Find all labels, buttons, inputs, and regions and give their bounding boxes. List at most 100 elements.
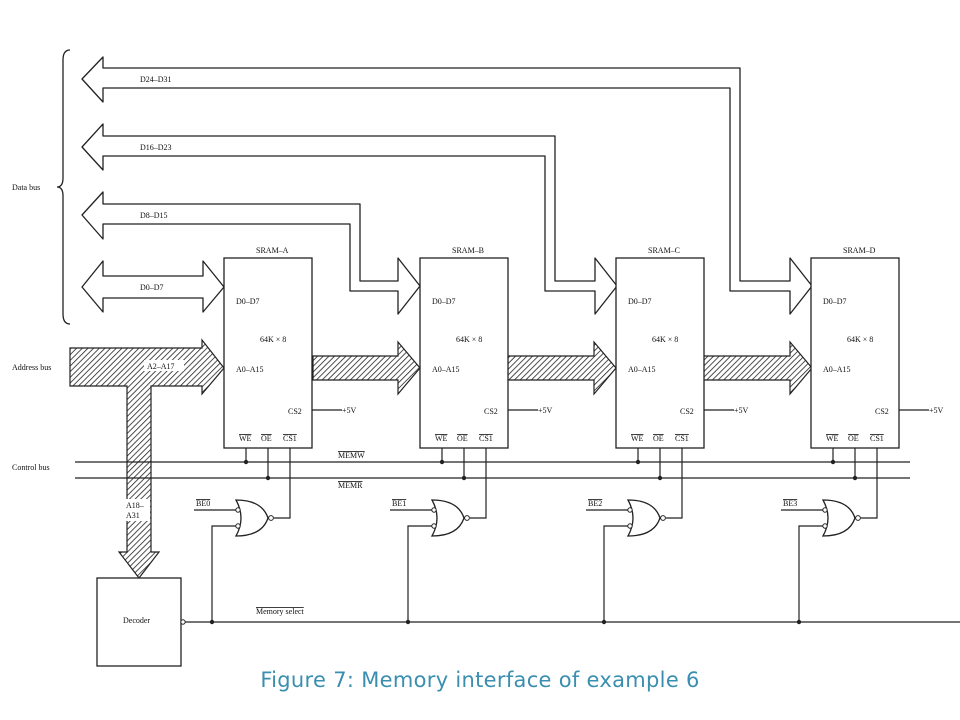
byte-enable-label: BE2 bbox=[588, 499, 602, 508]
decoder-output-bubble bbox=[180, 619, 186, 625]
sram-oe-pin: OE bbox=[457, 434, 468, 443]
data-arrow-d8-d15 bbox=[81, 191, 421, 315]
cs1-wire bbox=[470, 448, 487, 519]
data-bus-arrows bbox=[81, 56, 813, 315]
gate-input-bubble bbox=[235, 507, 241, 513]
memory-select-junction bbox=[601, 619, 607, 625]
sram-body bbox=[223, 257, 313, 449]
control-bus-label: Control bus bbox=[12, 463, 50, 472]
sram-we-pin: WE bbox=[631, 434, 644, 443]
chip-select-gate bbox=[234, 499, 269, 537]
sram-size: 64K × 8 bbox=[260, 335, 286, 344]
memw-label: MEMW bbox=[338, 451, 365, 460]
sram-data-pins: D0–D7 bbox=[823, 297, 847, 306]
gate-output-bubble bbox=[268, 515, 274, 521]
memory-select-wire bbox=[798, 525, 823, 622]
we-junction bbox=[635, 459, 641, 465]
memory-select-junction bbox=[796, 619, 802, 625]
address-label-a2-a17: A2–A17 bbox=[147, 362, 175, 371]
data-line-labels: D24–D31 D16–D23 D8–D15 D0–D7 bbox=[140, 75, 172, 292]
sram-address-pins: A0–A15 bbox=[628, 365, 656, 374]
sram-oe-pin: OE bbox=[653, 434, 664, 443]
sram-address-pins: A0–A15 bbox=[432, 365, 460, 374]
cs1-wire bbox=[274, 448, 291, 519]
sram-name: SRAM–D bbox=[843, 246, 876, 255]
data-arrow-d0-d7 bbox=[81, 260, 225, 313]
sram-cs1-pin: CS1 bbox=[675, 434, 689, 443]
data-label-d8-d15: D8–D15 bbox=[140, 211, 168, 220]
sram-size: 64K × 8 bbox=[652, 335, 678, 344]
cs1-wire bbox=[666, 448, 683, 519]
sram-body bbox=[810, 257, 900, 449]
gate-input-bubble bbox=[627, 523, 633, 529]
gate-input-bubble bbox=[822, 523, 828, 529]
gate-output-bubble bbox=[464, 515, 470, 521]
memory-select-label: Memory select bbox=[256, 607, 305, 616]
address-bus-arrow-c bbox=[505, 340, 617, 396]
byte-enable-label: BE0 bbox=[196, 499, 210, 508]
figure-caption: Figure 7: Memory interface of example 6 bbox=[260, 668, 700, 692]
chip-select-gate bbox=[430, 499, 465, 537]
memory-select-wire bbox=[211, 525, 236, 622]
address-bus-label: Address bus bbox=[12, 363, 51, 372]
sram-we-pin: WE bbox=[435, 434, 448, 443]
sram-size: 64K × 8 bbox=[847, 335, 873, 344]
sram-cs1-pin: CS1 bbox=[283, 434, 297, 443]
address-label-bg bbox=[144, 360, 184, 371]
vcc-label: +5V bbox=[538, 406, 553, 415]
sram-cs2-pin: CS2 bbox=[484, 407, 498, 416]
sram-name: SRAM–C bbox=[648, 246, 680, 255]
oe-junction bbox=[265, 475, 271, 481]
byte-enable-label: BE3 bbox=[783, 499, 797, 508]
sram-cs2-pin: CS2 bbox=[680, 407, 694, 416]
data-label-d24-d31: D24–D31 bbox=[140, 75, 172, 84]
sram-cs1-pin: CS1 bbox=[870, 434, 884, 443]
sram-name: SRAM–B bbox=[452, 246, 484, 255]
address-label-a31: A31 bbox=[126, 511, 140, 520]
oe-junction bbox=[461, 475, 467, 481]
sram-data-pins: D0–D7 bbox=[628, 297, 652, 306]
gate-output-bubble bbox=[660, 515, 666, 521]
sram-address-pins: A0–A15 bbox=[823, 365, 851, 374]
sram-oe-pin: OE bbox=[261, 434, 272, 443]
sram-cs2-pin: CS2 bbox=[875, 407, 889, 416]
vcc-label: +5V bbox=[342, 406, 357, 415]
memory-select-junction bbox=[209, 619, 215, 625]
gate-input-bubble bbox=[431, 523, 437, 529]
sram-cs1-pin: CS1 bbox=[479, 434, 493, 443]
chip-select-gate bbox=[821, 499, 856, 537]
gate-input-bubble bbox=[822, 507, 828, 513]
address-bus-arrow-d bbox=[699, 340, 813, 396]
cs1-wire bbox=[861, 448, 878, 519]
sram-body bbox=[615, 257, 705, 449]
vcc-label: +5V bbox=[929, 406, 944, 415]
data-label-d0-d7: D0–D7 bbox=[140, 283, 164, 292]
address-bus-arrow-b bbox=[312, 340, 421, 396]
chip-select-gate bbox=[626, 499, 661, 537]
data-bus-brace bbox=[56, 49, 71, 325]
memr-label: MEMR bbox=[338, 481, 363, 490]
we-junction bbox=[830, 459, 836, 465]
sram-address-pins: A0–A15 bbox=[236, 365, 264, 374]
gate-input-bubble bbox=[235, 523, 241, 529]
decoder-label: Decoder bbox=[123, 616, 150, 625]
sram-oe-pin: OE bbox=[848, 434, 859, 443]
memory-select-wire bbox=[603, 525, 628, 622]
gate-output-bubble bbox=[855, 515, 861, 521]
address-label-a18: A18– bbox=[126, 501, 145, 510]
address-bus-arrow-main bbox=[69, 338, 225, 579]
oe-junction bbox=[852, 475, 858, 481]
sram-we-pin: WE bbox=[239, 434, 252, 443]
memory-select-junction bbox=[405, 619, 411, 625]
sram-we-pin: WE bbox=[826, 434, 839, 443]
gate-input-bubble bbox=[627, 507, 633, 513]
sram-size: 64K × 8 bbox=[456, 335, 482, 344]
data-arrow-d24-d31 bbox=[81, 56, 813, 315]
sram-data-pins: D0–D7 bbox=[236, 297, 260, 306]
vcc-label: +5V bbox=[734, 406, 749, 415]
sram-name: SRAM–A bbox=[256, 246, 289, 255]
